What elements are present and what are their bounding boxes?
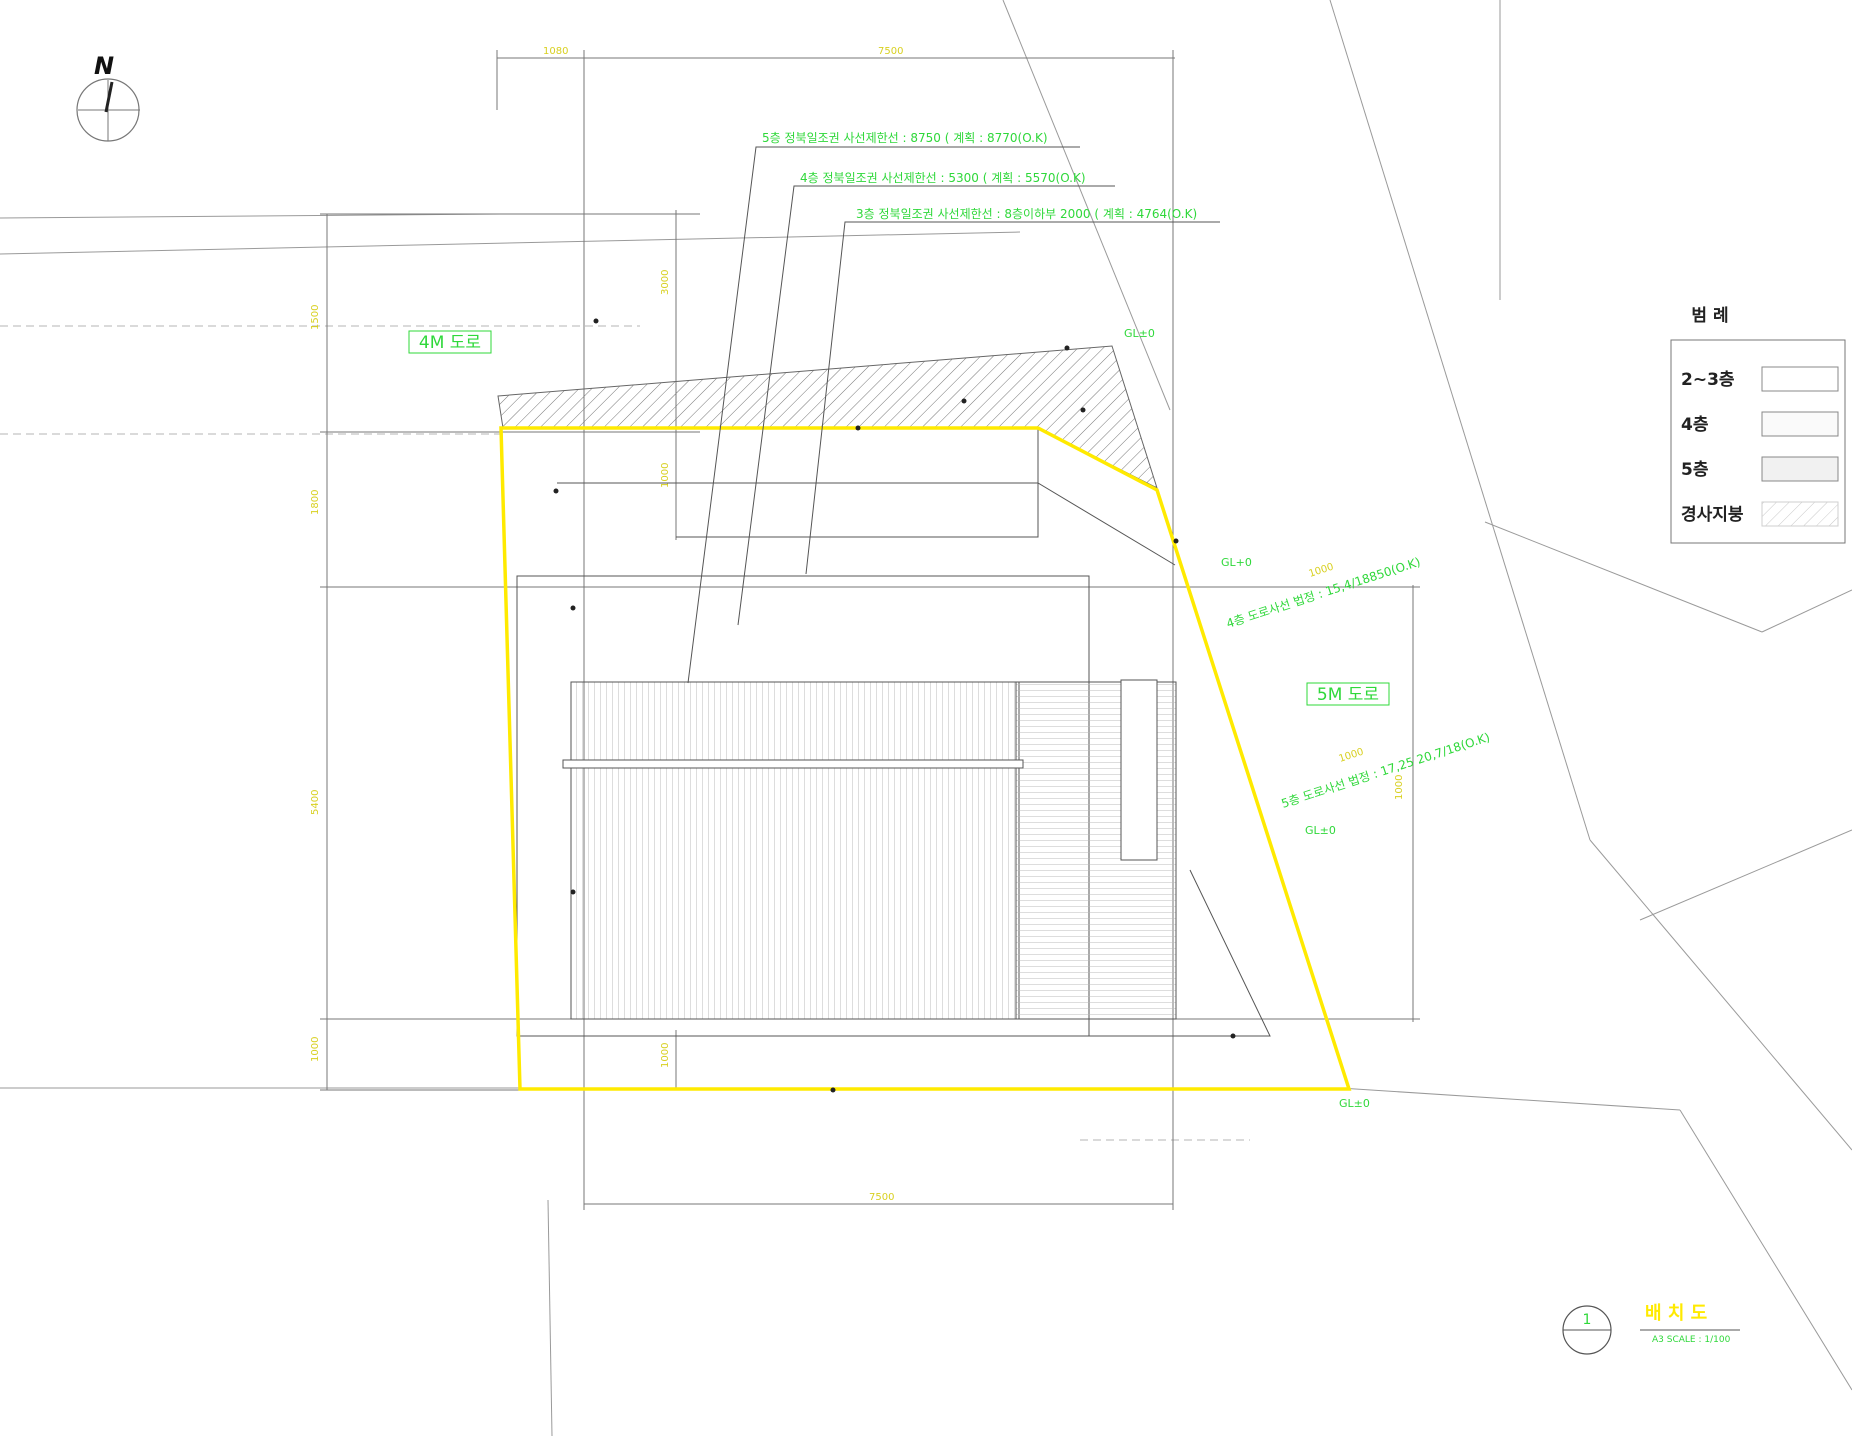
note-3f-north: 3층 정북일조권 사선제한선 : 8층이하부 2000 ( 계획 : 4764(…: [856, 207, 1197, 221]
gl-mark: GL±0: [1124, 327, 1155, 340]
north-label: N: [94, 52, 114, 80]
gl-mark: GL±0: [1339, 1097, 1370, 1110]
drawing-title: 배 치 도: [1645, 1303, 1707, 1324]
note-5f-road: 5층 도로사선 법정 : 17,25 20,7/18(O.K): [1280, 730, 1492, 811]
sloped-roof-zone: [497, 345, 1158, 489]
svg-text:1000: 1000: [1394, 775, 1405, 800]
svg-text:1500: 1500: [310, 305, 321, 330]
legend-item-5f: 5층: [1681, 460, 1709, 480]
road-5m-label: 5M 도로: [1317, 685, 1379, 705]
ground-level-marks: GL±0 GL+0 GL±0 GL±0: [1124, 327, 1370, 1110]
svg-text:1000: 1000: [310, 1037, 321, 1062]
drawing-scale: A3 SCALE : 1/100: [1652, 1335, 1731, 1345]
svg-text:1080: 1080: [543, 46, 568, 57]
road-labels: 4M 도로 5M 도로: [408, 330, 1390, 706]
legend-item-4f: 4층: [1681, 415, 1709, 435]
note-5f-north: 5층 정북일조권 사선제한선 : 8750 ( 계획 : 8770(O.K): [762, 131, 1048, 145]
leader-dots: [553, 318, 1236, 1093]
svg-text:1000: 1000: [1308, 562, 1336, 580]
legend-item-sloped-roof: 경사지붕: [1681, 505, 1744, 525]
road-4m-label: 4M 도로: [419, 333, 481, 353]
svg-text:5400: 5400: [310, 790, 321, 815]
legend-item-2-3f: 2~3층: [1681, 370, 1735, 390]
gl-mark: GL±0: [1305, 824, 1336, 837]
legend-title: 범 례: [1691, 306, 1728, 326]
svg-text:1000: 1000: [660, 463, 671, 488]
svg-text:3000: 3000: [660, 270, 671, 295]
title-block: 1 배 치 도 A3 SCALE : 1/100: [1562, 1303, 1740, 1355]
svg-text:1000: 1000: [660, 1043, 671, 1068]
legend: 범 례 2~3층 4층 5층 경사지붕: [1670, 306, 1846, 544]
north-arrow: N: [76, 52, 140, 142]
note-4f-north: 4층 정북일조권 사선제한선 : 5300 ( 계획 : 5570(O.K): [800, 171, 1086, 185]
svg-text:7500: 7500: [878, 46, 903, 57]
building-outline: [516, 428, 1271, 1037]
svg-text:1000: 1000: [1338, 747, 1366, 765]
svg-text:7500: 7500: [869, 1192, 894, 1203]
drawing-number: 1: [1583, 1312, 1592, 1328]
site-boundary: [499, 426, 1352, 1091]
svg-text:1800: 1800: [310, 490, 321, 515]
road-setback-lines: [0, 325, 1250, 1141]
gl-mark: GL+0: [1221, 556, 1252, 569]
setback-leaders: [687, 146, 1220, 684]
